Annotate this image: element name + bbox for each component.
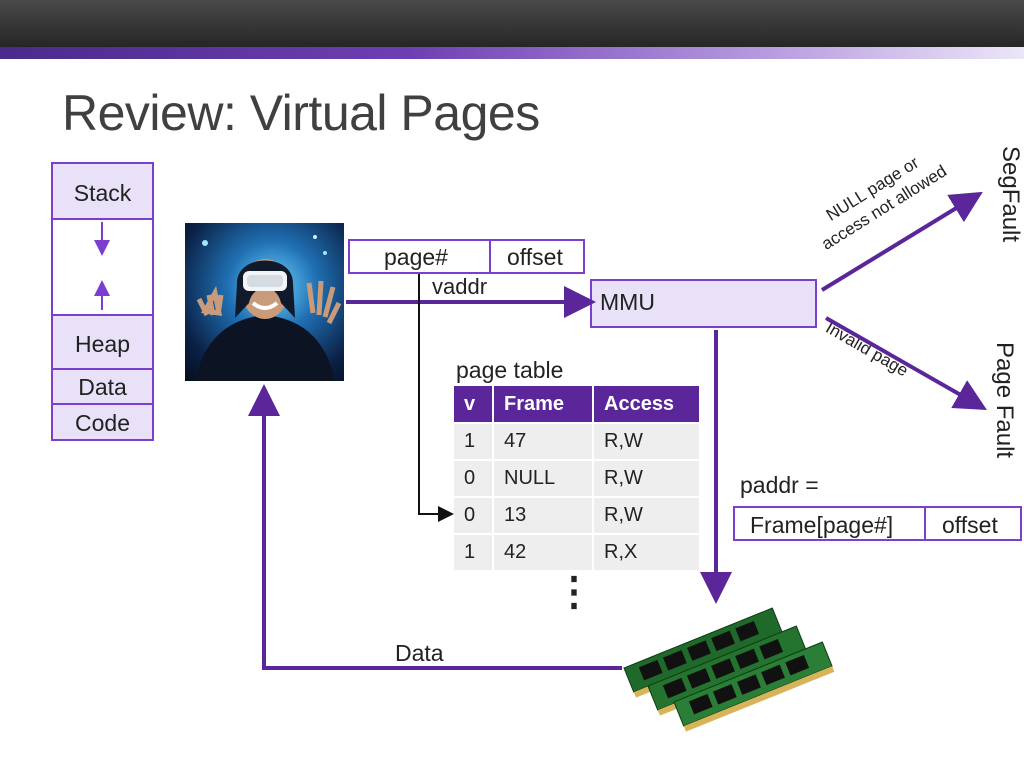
table-cell: NULL: [494, 459, 594, 496]
table-row: 1 42 R,X: [454, 533, 699, 570]
paddr-caption: paddr =: [740, 472, 819, 498]
pagefault-label: Page Fault: [991, 342, 1018, 459]
segment-stack: Stack: [51, 162, 154, 220]
segment-code: Code: [51, 403, 154, 441]
vr-user-photo: [185, 223, 344, 381]
page-table-header-frame: Frame: [494, 386, 594, 422]
page-table: v Frame Access 1 47 R,W 0 NULL R,W 0 13 …: [454, 386, 699, 570]
slide-accent-stripe: [0, 47, 1024, 59]
table-cell: 0: [454, 496, 494, 533]
table-cell: 47: [494, 422, 594, 459]
paddr-frame-label: Frame[page#]: [750, 512, 894, 538]
page-table-ellipsis: ⋮: [554, 570, 594, 614]
paddr-offset-field: offset: [924, 506, 1022, 541]
data-flow-label: Data: [395, 640, 444, 666]
ram-modules-icon: [623, 607, 835, 732]
table-cell: 0: [454, 459, 494, 496]
table-cell: 1: [454, 422, 494, 459]
slide-top-bar: [0, 0, 1024, 47]
page-table-caption: page table: [456, 357, 564, 383]
table-cell: 42: [494, 533, 594, 570]
data-return-arrow: [248, 384, 622, 670]
slide-title: Review: Virtual Pages: [62, 85, 540, 141]
table-cell: 1: [454, 533, 494, 570]
table-cell: R,W: [594, 496, 699, 533]
vaddr-caption: vaddr: [432, 274, 488, 299]
vaddr-offset-field: offset: [489, 239, 585, 274]
table-cell: R,X: [594, 533, 699, 570]
segfault-label: SegFault: [997, 146, 1024, 243]
pagefault-arrow: [825, 316, 987, 410]
paddr-frame-field: Frame[page#]: [733, 506, 926, 541]
page-table-header-access: Access: [594, 386, 699, 422]
page-table-header-row: v Frame Access: [454, 386, 699, 422]
table-cell: 13: [494, 496, 594, 533]
paddr-offset-label: offset: [942, 512, 998, 538]
vaddr-page-label: page#: [384, 244, 448, 270]
table-row: 1 47 R,W: [454, 422, 699, 459]
vaddr-offset-label: offset: [507, 244, 563, 270]
table-cell: R,W: [594, 459, 699, 496]
segfault-arrow: [820, 191, 983, 292]
mmu-label: MMU: [600, 289, 655, 315]
vaddr-page-field: page#: [348, 239, 491, 274]
page-table-header-valid: v: [454, 386, 494, 422]
mmu-box: MMU: [590, 279, 817, 328]
table-row: 0 13 R,W: [454, 496, 699, 533]
table-row: 0 NULL R,W: [454, 459, 699, 496]
page-lookup-arrow: [418, 274, 454, 522]
table-cell: R,W: [594, 422, 699, 459]
